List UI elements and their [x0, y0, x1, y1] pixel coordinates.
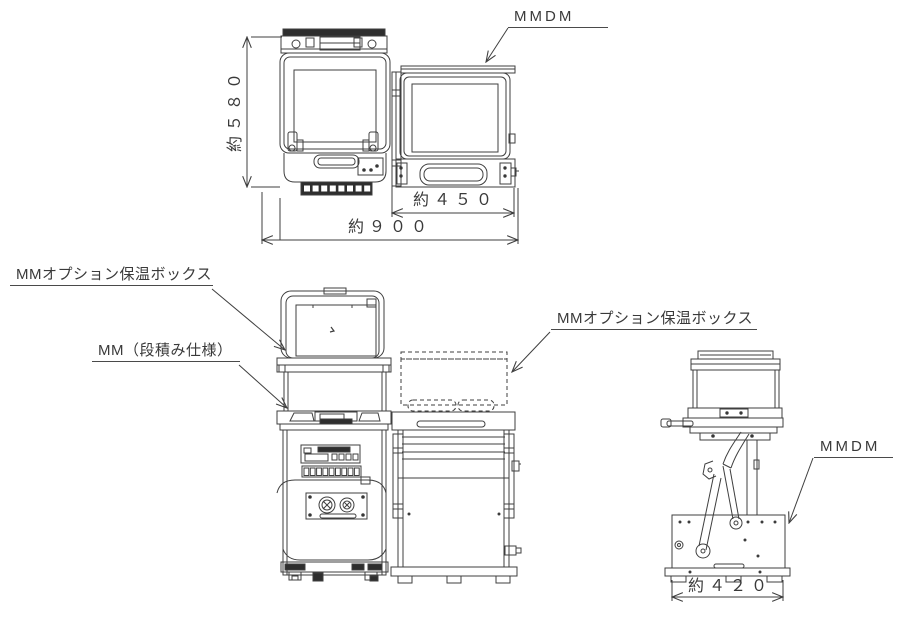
top-view-right-unit [391, 65, 519, 188]
side-view [390, 331, 551, 584]
side-option-box-dashed [400, 351, 508, 412]
mmdm-pot [660, 350, 784, 434]
right-view-mmdm-device [660, 350, 814, 601]
dimension-depth-580 [247, 37, 282, 187]
dimension-text-420: 約４２０ [688, 578, 773, 595]
label-mmdm-side: MMDM [814, 438, 893, 458]
front-view [211, 287, 392, 582]
front-machine-body [276, 410, 392, 582]
dimension-text-900: 約９００ [348, 219, 433, 236]
top-view-plan [247, 27, 519, 244]
label-option-box-side: MMオプション保温ボックス [551, 310, 757, 330]
leader-mm-stack [238, 364, 287, 408]
mmdm-base-box [664, 514, 791, 583]
front-option-box-open-lid [276, 287, 392, 412]
leader-option-box-side [512, 331, 551, 372]
label-option-box-front: MMオプション保温ボックス [10, 266, 213, 286]
leader-mmdm-side [789, 457, 814, 523]
mmdm-arm-mechanism [695, 431, 771, 559]
side-machine-body [390, 411, 522, 584]
dimension-text-450: 約４５０ [413, 192, 498, 209]
leader-option-box-front [211, 288, 285, 350]
dimension-text-580: 約５８０ [227, 67, 244, 152]
dimension-width-900 [262, 188, 518, 244]
leader-mmdm-top [486, 27, 509, 62]
top-view-left-unit [279, 28, 391, 196]
dimension-width-420 [672, 580, 783, 601]
dimension-width-450 [392, 162, 514, 217]
label-mmdm-top: MMDM [508, 8, 608, 28]
label-mm-stack: MM（段積み仕様） [92, 342, 240, 362]
